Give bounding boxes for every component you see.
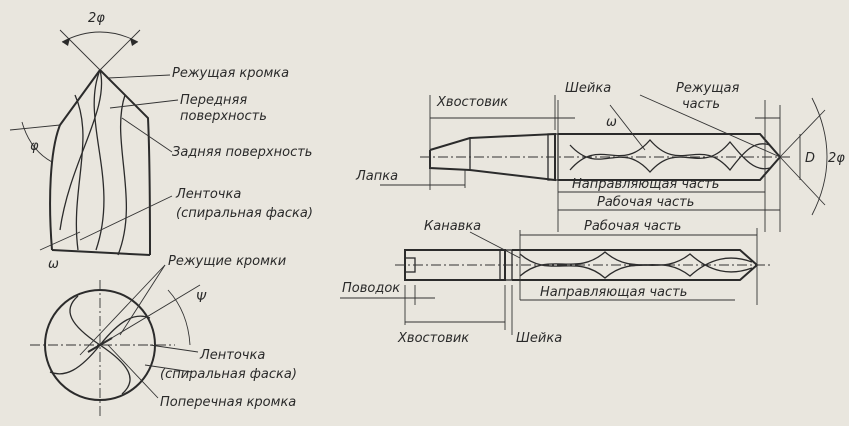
label-angle-2phi: 2φ: [88, 11, 105, 26]
label-tang: Лапка: [355, 169, 398, 184]
label-angle-2phi-right: 2φ: [828, 151, 845, 166]
label-neck-bottom: Шейка: [516, 331, 562, 346]
label-working-part-top: Рабочая часть: [597, 195, 694, 210]
label-rake-face-2: поверхность: [180, 109, 267, 124]
label-D: D: [805, 151, 815, 166]
drill-tip-side-view: [9, 29, 179, 256]
taper-shank-drill: [380, 94, 828, 232]
label-neck-top: Шейка: [565, 81, 611, 96]
label-omega-2: ω: [606, 115, 617, 130]
label-shank-top: Хвостовик: [436, 95, 508, 110]
label-land-bottom-2: (спиральная фаска): [160, 367, 297, 382]
label-land-bottom-1: Ленточка: [199, 348, 265, 363]
label-cutting-edges: Режущие кромки: [168, 254, 286, 269]
label-groove: Канавка: [424, 219, 481, 234]
straight-shank-drill: [340, 228, 770, 335]
label-cutting-part-1: Режущая: [676, 81, 739, 96]
label-flank-face: Задняя поверхность: [172, 145, 312, 160]
label-guide-part-bottom: Направляющая часть: [540, 285, 687, 300]
label-guide-part-top: Направляющая часть: [572, 177, 719, 192]
label-working-part-bottom: Рабочая часть: [584, 219, 681, 234]
label-cutting-edge: Режущая кромка: [172, 66, 289, 81]
label-psi: Ψ: [196, 291, 207, 306]
label-phi: φ: [30, 139, 39, 154]
label-driver: Поводок: [342, 281, 400, 296]
label-land-2: (спиральная фаска): [176, 206, 313, 221]
label-rake-face-1: Передняя: [180, 93, 247, 108]
label-chisel-edge: Поперечная кромка: [160, 395, 296, 410]
label-omega: ω: [48, 257, 59, 272]
label-cutting-part-2: часть: [682, 97, 720, 112]
label-land-1: Ленточка: [175, 187, 241, 202]
drill-end-view: [30, 264, 201, 418]
label-shank-bottom: Хвостовик: [397, 331, 469, 346]
